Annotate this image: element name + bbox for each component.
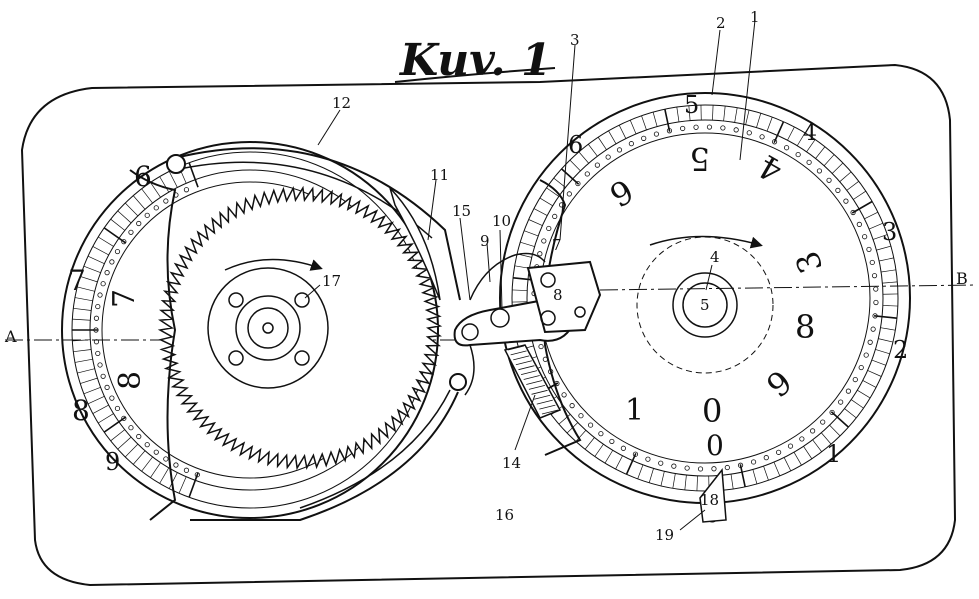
right-digit-2: 2: [893, 336, 908, 364]
pivot-bottom: [449, 373, 467, 391]
label-14: 14: [502, 454, 521, 472]
index-pointer: [699, 468, 727, 523]
guard-arm: [174, 147, 461, 301]
part-numbers: 1 2 3 4 5 7 8 9 10 11 12 14 15 16 17 18 …: [322, 8, 760, 544]
title-underline: [394, 67, 556, 83]
wheel-bolt-17: [294, 292, 310, 308]
ratchet-wheel: [157, 185, 443, 471]
label-16: 16: [495, 506, 514, 524]
left-dial: [61, 141, 439, 519]
window-digit-0: 0: [702, 392, 722, 430]
window-digit-8: 8: [795, 308, 815, 346]
right-digit-4: 4: [803, 121, 817, 146]
label-7: 7: [552, 236, 562, 254]
label-12: 12: [332, 94, 351, 112]
label-5: 5: [700, 296, 710, 314]
label-1: 1: [750, 8, 760, 26]
label-9: 9: [480, 232, 490, 250]
left-window-digit-7: 7: [107, 289, 142, 308]
window-digit-5: 5: [690, 140, 710, 178]
label-19: 19: [655, 526, 674, 544]
rack-14: [503, 344, 562, 419]
label-10: 10: [492, 212, 511, 230]
window-digit-3: 3: [788, 246, 831, 278]
label-8: 8: [553, 286, 563, 304]
left-cover-edge: [129, 169, 177, 521]
pivot-10: [490, 308, 510, 328]
figure-title: Kuv. 1: [398, 35, 552, 86]
right-digit-5: 5: [684, 91, 699, 119]
right-digit-1: 1: [826, 440, 841, 468]
left-digit-7: 7: [68, 264, 86, 297]
left-window-digit-8: 8: [113, 371, 148, 390]
pivot-top: [166, 154, 186, 174]
label-11: 11: [430, 166, 449, 184]
section-line-right: [599, 284, 976, 291]
window-digit-6: 6: [603, 171, 640, 214]
window-digit-9a: 9: [759, 363, 799, 405]
label-2: 2: [716, 14, 726, 32]
rack-teeth: [507, 345, 559, 415]
label-3: 3: [570, 31, 580, 49]
right-digit-6: 6: [568, 131, 583, 159]
left-digit-9: 9: [105, 448, 120, 476]
label-17: 17: [322, 272, 341, 290]
label-18: 18: [700, 491, 719, 509]
label-4: 4: [710, 248, 720, 266]
base-plate: [20, 63, 957, 587]
section-label-b: B: [956, 269, 968, 288]
window-digit-0b: 0: [706, 429, 724, 462]
left-dial-ticks: [72, 162, 199, 498]
pawl-11: [389, 187, 441, 301]
rotation-arrow-left: [224, 258, 323, 271]
left-digit-6: 6: [134, 160, 152, 193]
right-digit-3: 3: [882, 218, 897, 246]
left-digit-8: 8: [72, 394, 90, 427]
label-15: 15: [452, 202, 471, 220]
leader-lines: [304, 19, 756, 531]
window-digit-1: 1: [625, 393, 644, 428]
section-label-a: A: [4, 327, 17, 346]
left-dial-holes: [93, 187, 200, 478]
rotation-arrow-right: [649, 235, 763, 249]
